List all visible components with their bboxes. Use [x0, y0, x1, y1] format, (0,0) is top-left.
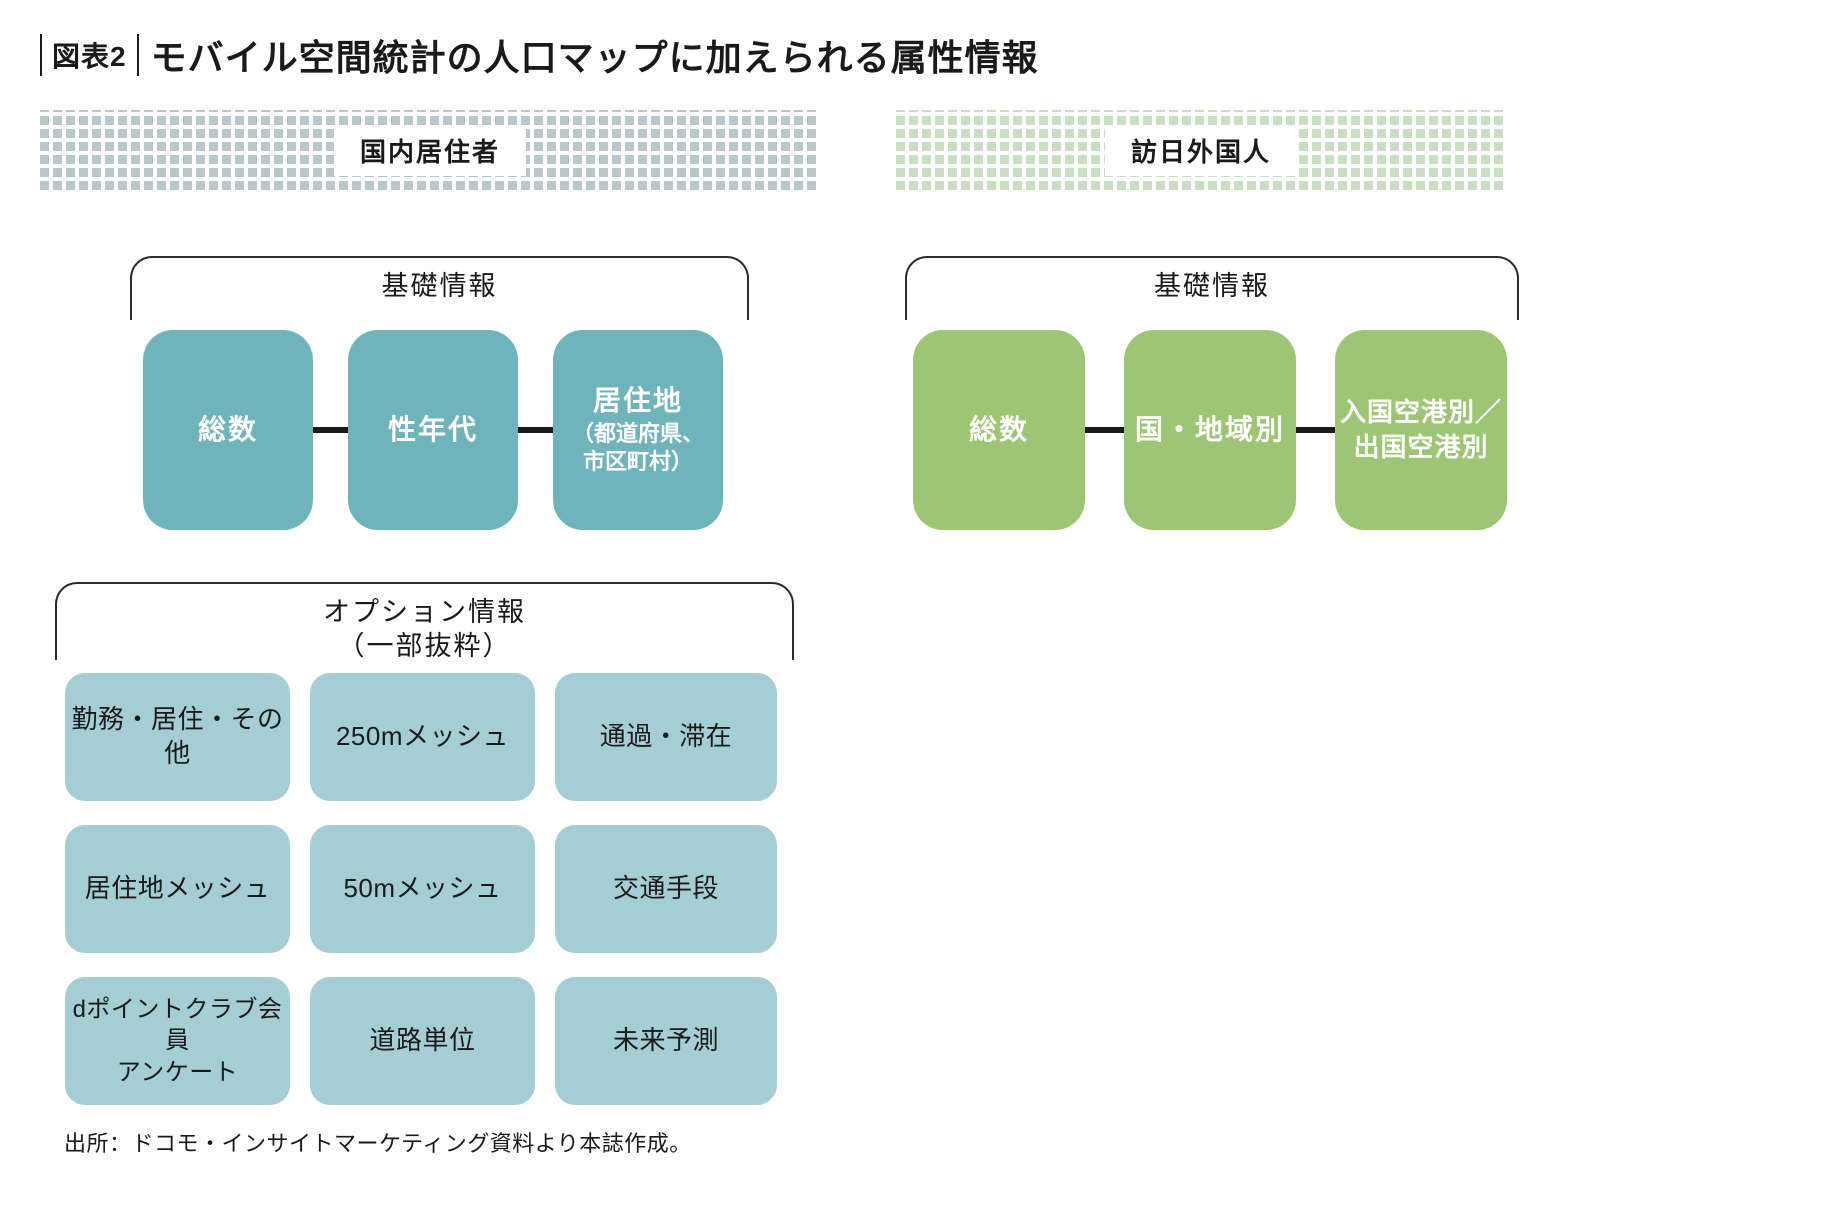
- inbound-basic-label: 基礎情報: [1154, 271, 1270, 301]
- inbound-basic-box-airport: 入国空港別／ 出国空港別: [1335, 330, 1507, 530]
- domestic-section-band: 国内居住者: [40, 110, 820, 190]
- box-text: 入国空港別／: [1339, 396, 1502, 427]
- figure-header: 図表2 モバイル空間統計の人口マップに加えられる属性情報: [40, 30, 1039, 80]
- inbound-band-label: 訪日外国人: [1104, 124, 1297, 176]
- option-label-line2: （一部抜粋）: [337, 630, 512, 661]
- box-text: 道路単位: [369, 1025, 476, 1056]
- box-text: 50mメッシュ: [343, 873, 502, 904]
- inbound-basic-bracket: 基礎情報: [905, 256, 1519, 320]
- box-text: アンケート: [116, 1058, 239, 1086]
- box-text: 性年代: [387, 413, 478, 445]
- domestic-option-grid: 勤務・居住・その他 250mメッシュ 通過・滞在 居住地メッシュ 50mメッシュ…: [65, 673, 777, 1105]
- option-box-road-unit: 道路単位: [310, 977, 535, 1105]
- option-box-work-residence-other: 勤務・居住・その他: [65, 673, 290, 801]
- box-text: 250mメッシュ: [335, 721, 510, 752]
- box-text: 市区町村）: [582, 449, 693, 475]
- domestic-band-label: 国内居住者: [333, 124, 526, 176]
- option-box-50m-mesh: 50mメッシュ: [310, 825, 535, 953]
- option-box-residence-mesh: 居住地メッシュ: [65, 825, 290, 953]
- connector-line: [1085, 427, 1124, 433]
- inbound-basic-box-country: 国・地域別: [1124, 330, 1296, 530]
- box-text: 居住地: [592, 385, 683, 417]
- box-text: 総数: [968, 413, 1029, 445]
- option-box-transit-stay: 通過・滞在: [555, 673, 777, 801]
- inbound-section-band: 訪日外国人: [896, 110, 1506, 190]
- inbound-basic-box-total: 総数: [913, 330, 1085, 530]
- domestic-basic-box-sex-age: 性年代: [348, 330, 518, 530]
- option-box-250m-mesh: 250mメッシュ: [310, 673, 535, 801]
- box-text: 居住地メッシュ: [84, 873, 271, 904]
- source-note: 出所：ドコモ・インサイトマーケティング資料より本誌作成。: [64, 1131, 692, 1156]
- figure-title-text: モバイル空間統計の人口マップに加えられる属性情報: [150, 37, 1039, 78]
- connector-line: [1296, 427, 1335, 433]
- option-box-dpoint-survey: dポイントクラブ会員 アンケート: [65, 977, 290, 1105]
- box-text: dポイントクラブ会員: [72, 996, 283, 1055]
- domestic-basic-box-total: 総数: [143, 330, 313, 530]
- option-box-future-forecast: 未来予測: [555, 977, 777, 1105]
- box-text: 国・地域別: [1134, 413, 1285, 445]
- domestic-option-bracket: オプション情報 （一部抜粋）: [55, 582, 794, 661]
- box-text: 交通手段: [612, 873, 719, 904]
- box-text: 出国空港別: [1353, 432, 1489, 462]
- box-text: 通過・滞在: [599, 721, 733, 752]
- box-text: 未来予測: [612, 1025, 719, 1056]
- domestic-basic-box-residence: 居住地 （都道府県、 市区町村）: [553, 330, 723, 530]
- box-text: 総数: [197, 413, 258, 445]
- title-right-bar: [136, 34, 139, 76]
- connector-line: [313, 427, 348, 433]
- figure-number: 図表2: [52, 41, 127, 72]
- domestic-basic-bracket: 基礎情報: [130, 256, 749, 320]
- box-text: （都道府県、: [571, 420, 704, 446]
- option-box-transport-mode: 交通手段: [555, 825, 777, 953]
- title-left-bar: [40, 34, 42, 76]
- domestic-basic-label: 基礎情報: [381, 271, 498, 301]
- option-label-line1: オプション情報: [323, 597, 526, 627]
- connector-line: [518, 427, 553, 433]
- box-text: 勤務・居住・その他: [71, 704, 284, 768]
- domestic-option-label: オプション情報 （一部抜粋）: [57, 584, 792, 664]
